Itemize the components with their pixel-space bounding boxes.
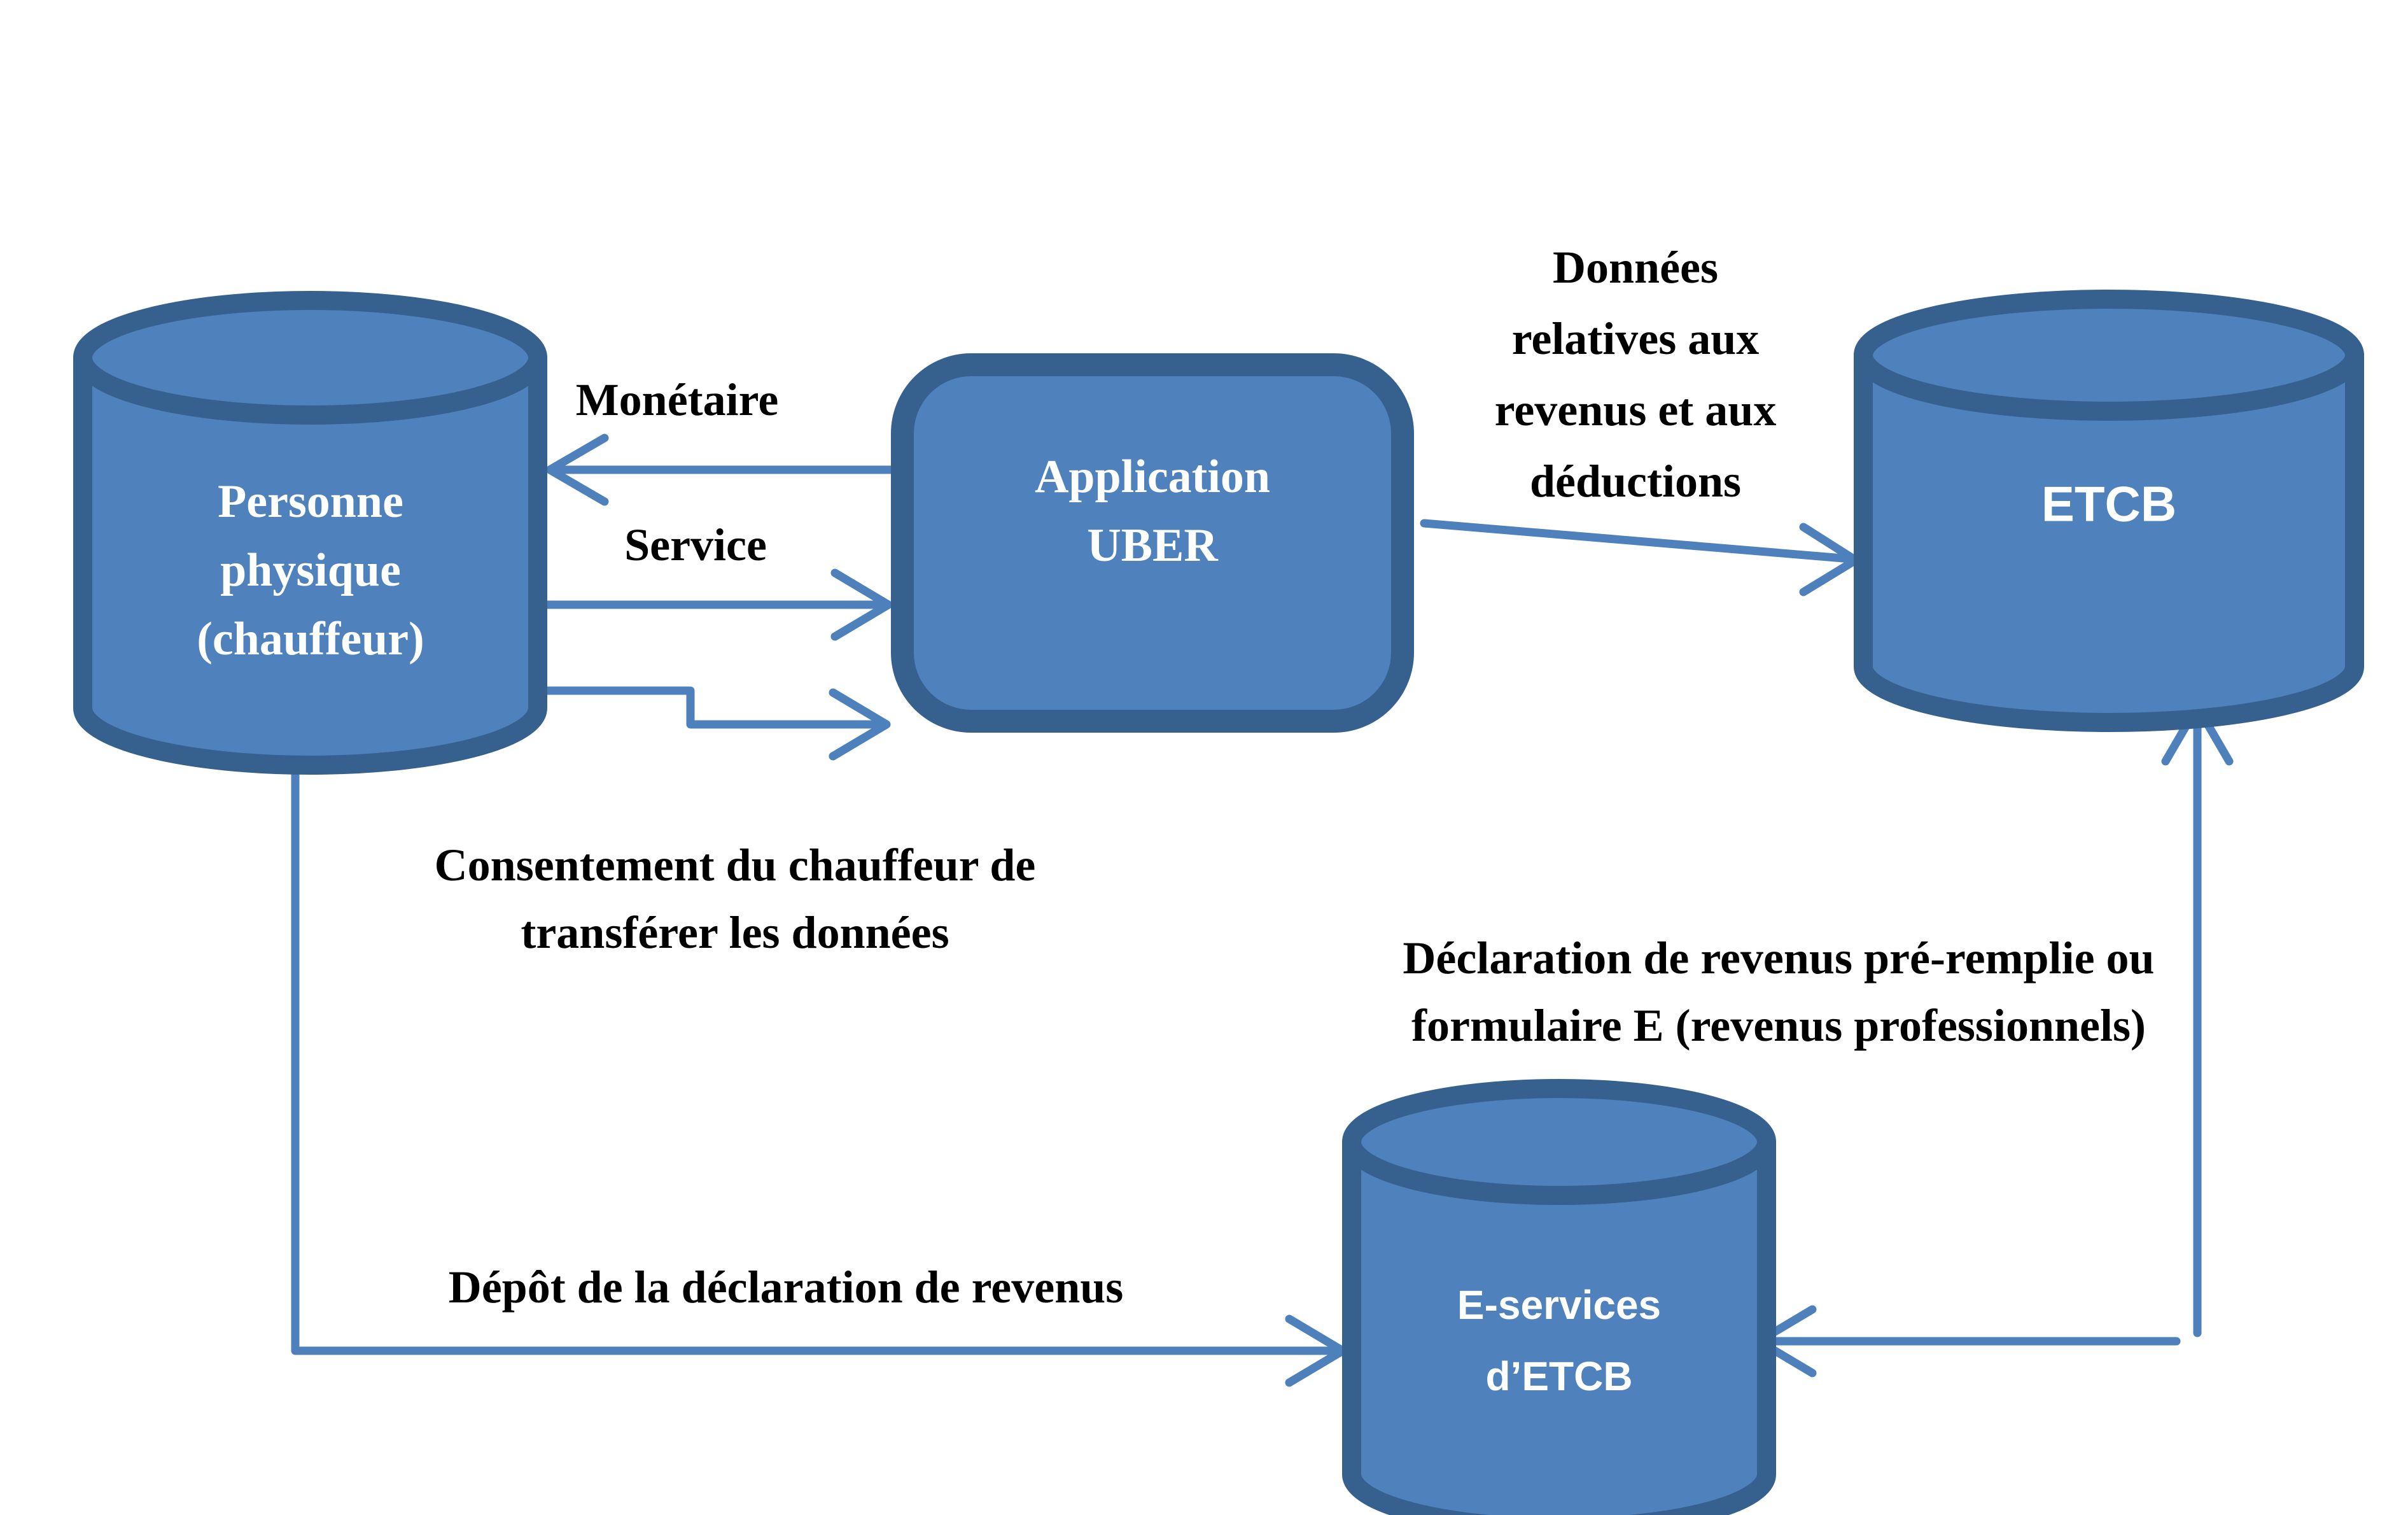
rounded-rect-uber [891,353,1414,733]
edge-consentement-arrowhead-icon [829,688,891,761]
cylinder-etcb-body [1854,346,2364,732]
node-personne [73,291,547,775]
node-etcb [1854,290,2364,732]
cylinder-personne-body [73,348,547,775]
edge-service-arrowhead-icon [830,568,893,641]
edge-donnees-line [1420,519,1855,563]
cylinder-personne-top [73,291,547,425]
cylinder-etcb-top [1854,290,2364,421]
node-uber [891,353,1414,733]
cylinder-eservices-body [1342,1132,1776,1515]
edge-depot-line [291,763,1341,1355]
cylinder-eservices-top [1342,1079,1776,1205]
node-eservices [1342,1079,1776,1515]
edge-consentement-line [535,686,886,729]
edge-monetaire-arrowhead-icon [545,433,609,506]
nodes-layer [73,290,2364,1515]
